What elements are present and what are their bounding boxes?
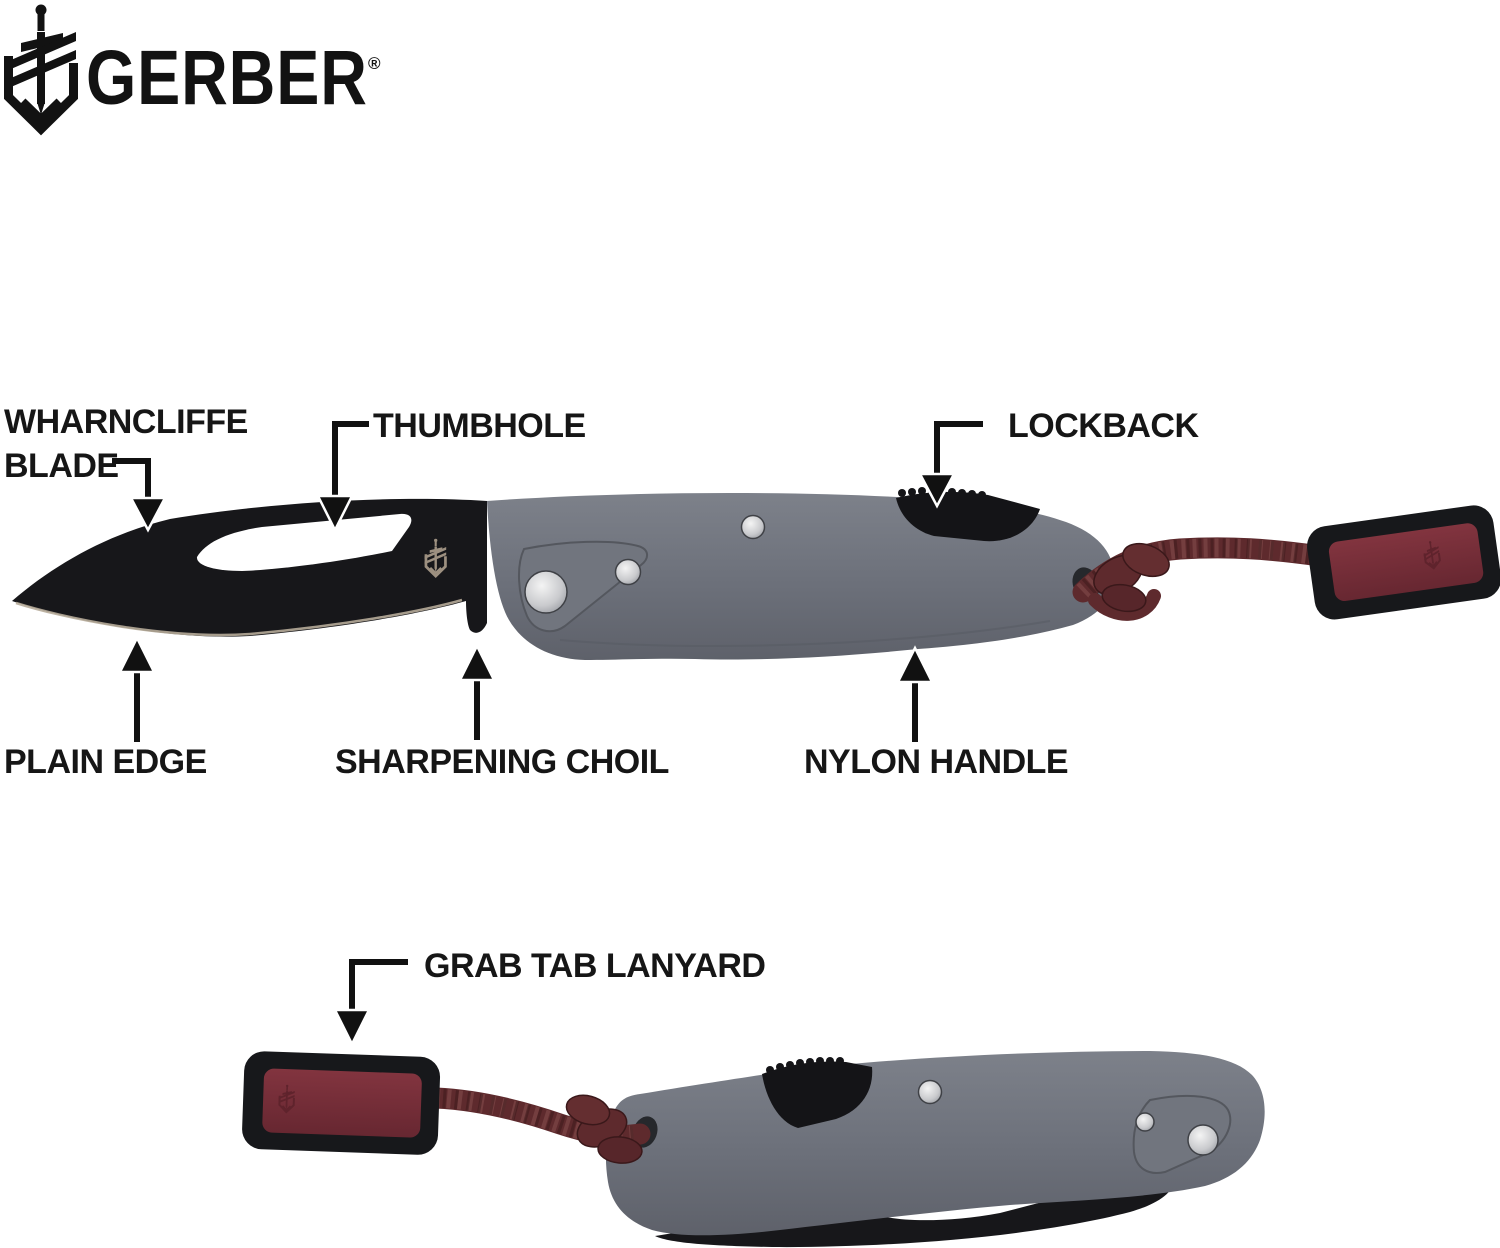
brand-wordmark: GERBER: [86, 35, 368, 121]
plain-edge-highlight: [15, 598, 463, 637]
lockback-arrowhead: [917, 472, 957, 509]
lanyard-knot-bottom: [565, 1094, 643, 1164]
grab-tab-top: [1307, 505, 1500, 620]
folded-handle-pin: [917, 1079, 943, 1105]
pivot-pin: [524, 570, 568, 614]
grab-tab-lanyard-arrow: [349, 959, 408, 1012]
wharncliffe-blade-arrowhead: [128, 496, 168, 533]
folded-lockback: [762, 1057, 873, 1128]
stop-pin: [614, 558, 642, 586]
lanyard-cord-bottom: [425, 1087, 651, 1164]
folded-stop-pin: [1135, 1112, 1155, 1132]
thumbhole-arrowhead: [315, 494, 355, 533]
callout-label-grab-tab-lanyard: GRAB TAB LANYARD: [424, 947, 766, 985]
wharncliffe-blade-arrow: [112, 458, 151, 502]
callout-label-wharncliffe-blade: WHARNCLIFFE BLADE: [4, 403, 248, 485]
callout-label-nylon-handle: NYLON HANDLE: [804, 743, 1069, 781]
lockback-mechanism: [896, 487, 1040, 542]
folded-pivot-pin: [1187, 1124, 1219, 1156]
nylon-handle-arrowhead: [895, 645, 935, 684]
folded-knife-view: [605, 1051, 1265, 1248]
callout-label-lockback: LOCKBACK: [1008, 407, 1199, 445]
grab-tab-lanyard-arrowhead: [332, 1008, 372, 1047]
callout-label-thumbhole: THUMBHOLE: [373, 407, 586, 445]
plain-edge-arrowhead: [117, 635, 157, 674]
callout-label-plain-edge: PLAIN EDGE: [4, 743, 207, 781]
sharpening-choil-arrowhead: [457, 643, 497, 682]
lanyard-knot-top: [1093, 542, 1170, 613]
handle-contour-line: [559, 620, 1051, 647]
callout-label-sharpening-choil: SHARPENING CHOIL: [335, 743, 669, 781]
open-knife-view: [12, 487, 1115, 660]
brand-lockup: GERBER ®: [86, 40, 421, 117]
thumbhole-arrow: [332, 421, 369, 498]
thumbhole-cutout: [196, 513, 412, 571]
lockback-arrow: [934, 421, 983, 478]
lanyard-cord-top: [1072, 537, 1331, 621]
handle-pin: [740, 514, 766, 540]
grab-tab-bottom: [242, 1051, 441, 1155]
gerber-shield-icon: [4, 5, 76, 130]
registered-trademark-symbol: ®: [368, 54, 381, 73]
